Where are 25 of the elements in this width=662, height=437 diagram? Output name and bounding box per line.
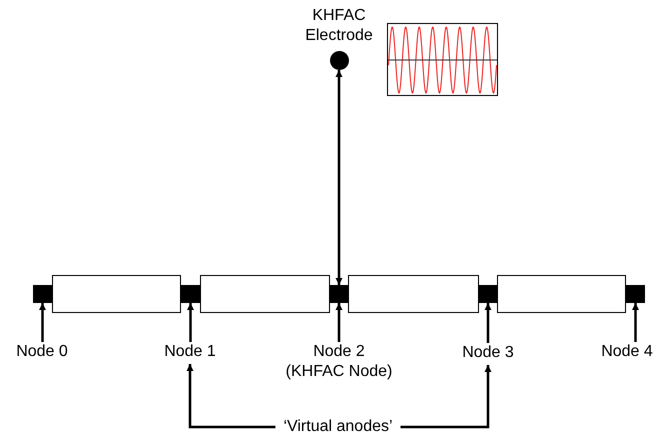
node-label: Node 4 — [600, 342, 654, 362]
arrow — [336, 70, 342, 285]
bracket-arrow — [400, 365, 492, 428]
node-label: (KHFAC Node) — [284, 362, 394, 382]
bracket-arrow — [186, 364, 276, 428]
node-label: Node 1 — [163, 342, 217, 362]
arrow — [336, 303, 342, 342]
node-label: Node 2 — [312, 342, 366, 362]
node-label: Node 0 — [15, 342, 69, 362]
internode-segment — [52, 275, 181, 313]
arrow — [484, 303, 492, 343]
node-of-ranvier — [33, 285, 52, 303]
electrode-label: KHFAC Electrode — [304, 6, 374, 46]
arrow — [187, 303, 194, 342]
node-of-ranvier — [181, 285, 200, 303]
node-label: Node 3 — [461, 343, 515, 363]
node-of-ranvier — [479, 285, 497, 303]
internode-segment — [497, 275, 626, 313]
node-of-ranvier — [330, 285, 348, 303]
node-label: ‘Virtual anodes’ — [282, 417, 394, 437]
arrow — [632, 303, 639, 342]
internode-segment — [200, 275, 330, 313]
arrow — [39, 303, 46, 342]
node-of-ranvier — [626, 285, 645, 303]
internode-segment — [348, 275, 479, 313]
